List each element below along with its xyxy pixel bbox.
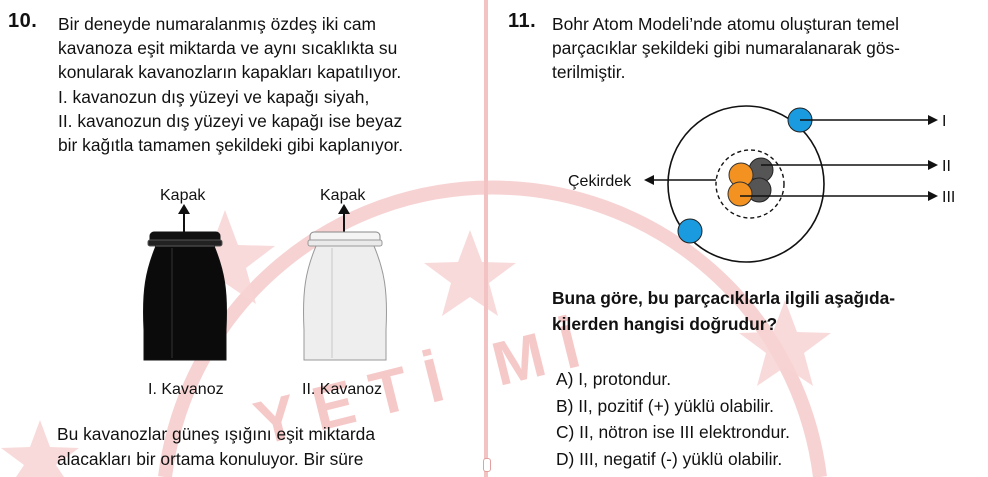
page-marker (483, 458, 491, 472)
question-text-line: kavanoza eşit miktarda ve aynı sıcaklıkt… (58, 38, 398, 59)
question-10-continuation: Bu kavanozlar güneş ışığını eşit miktard… (57, 422, 477, 472)
option-a[interactable]: A) I, protondur. (556, 369, 672, 389)
arrow-I (800, 115, 938, 125)
question-text-line: bir kağıtla tamamen şekildeki gibi kapla… (58, 135, 404, 156)
question-text-line: Bir deneyde numaralanmış özdeş iki cam (58, 14, 377, 34)
label-III: III (942, 189, 955, 206)
label-I: I (942, 113, 946, 130)
question-text-line: alacakları bir ortama konuluyor. Bir sür… (57, 449, 364, 469)
question-text-line: konularak kavanozların kapakları kapatıl… (58, 62, 402, 83)
electron-particle (677, 218, 703, 244)
jar-1-lid-arrow (178, 204, 190, 232)
question-text-line: parçacıklar şekildeki gibi numaralanarak… (552, 38, 900, 59)
proton-particle (727, 181, 753, 207)
jar-2-lid-arrow (338, 204, 350, 232)
option-c[interactable]: C) II, nötron ise III elektrondur. (556, 422, 790, 442)
question-text-line: II. kavanozun dış yüzeyi ve kapağı ise b… (58, 110, 403, 131)
question-11-text: Bohr Atom Modeli’nde atomu oluşturan tem… (552, 12, 982, 85)
arrow-II (761, 160, 938, 170)
jar-2-label: II. Kavanoz (302, 381, 382, 398)
question-text-line: Bu kavanozlar güneş ışığını eşit miktard… (57, 424, 376, 444)
jar-2-lid-label: Kapak (320, 187, 366, 204)
question-prompt-line: kilerden hangisi doğrudur? (552, 314, 778, 334)
question-10-number: 10. (8, 10, 38, 32)
answer-options: A) I, protondur. B) II, pozitif (+) yükl… (556, 366, 790, 472)
nucleus-label: Çekirdek (568, 173, 632, 190)
bohr-atom-figure: I II III Çekirdek (568, 105, 955, 263)
nucleus-boundary (715, 149, 785, 219)
question-text-line: terilmiştir. (552, 62, 626, 83)
label-II: II (942, 158, 951, 175)
question-11-prompt: Buna göre, bu parçacıklarla ilgili aşağı… (552, 285, 982, 337)
arrow-nucleus (644, 175, 716, 185)
question-text-line: Bohr Atom Modeli’nde atomu oluşturan tem… (552, 14, 900, 34)
question-10-text: Bir deneyde numaralanmış özdeş iki cam k… (58, 12, 478, 157)
jar-1-lid-label: Kapak (160, 187, 206, 204)
jar-1-label: I. Kavanoz (148, 381, 224, 398)
column-divider (484, 0, 488, 477)
arrow-III (740, 191, 938, 201)
option-b[interactable]: B) II, pozitif (+) yüklü olabilir. (556, 395, 774, 416)
jars-figure: Kapak I. Kavanoz Kapak II. Kavanoz (143, 187, 387, 398)
question-text-line: I. kavanozun dış yüzeyi ve kapağı siyah, (58, 86, 370, 107)
question-prompt-line: Buna göre, bu parçacıklarla ilgili aşağı… (552, 288, 896, 308)
jar-2-white (303, 231, 387, 361)
option-d[interactable]: D) III, negatif (-) yüklü olabilir. (556, 448, 783, 469)
question-11-number: 11. (508, 10, 537, 32)
jar-1-black (143, 231, 227, 361)
electron-orbit (667, 105, 825, 263)
